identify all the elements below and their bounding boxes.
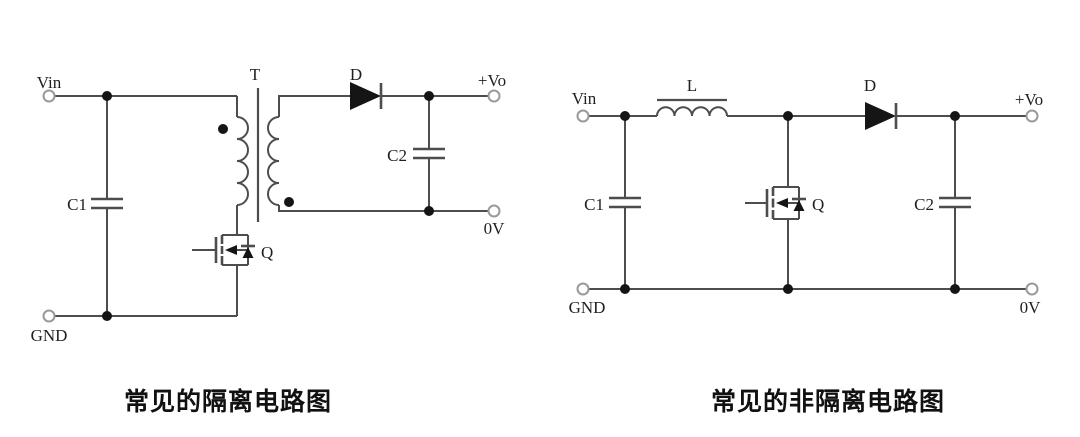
junction-dot [424, 91, 434, 101]
junction-dot [424, 206, 434, 216]
junction-dot [783, 111, 793, 121]
vout-terminal [487, 89, 501, 103]
mosfet-symbol [192, 234, 255, 266]
vin-terminal [576, 109, 590, 123]
label-zero-v: 0V [484, 219, 506, 238]
label-inductor: L [687, 76, 697, 95]
left-circuit: Vin GND C1 T D Q C2 +Vo 0V [31, 65, 507, 345]
junction-dot [620, 284, 630, 294]
primary-phase-dot [218, 124, 228, 134]
inductor-symbol [656, 98, 728, 117]
secondary-bottom-wire [278, 205, 489, 212]
secondary-phase-dot [284, 197, 294, 207]
label-c1: C1 [67, 195, 87, 214]
label-c2: C2 [387, 146, 407, 165]
mosfet-symbol [745, 186, 806, 220]
junction-dot [102, 311, 112, 321]
zero-v-terminal [487, 204, 501, 218]
capacitor-c1-symbol [91, 197, 123, 210]
label-gnd: GND [31, 326, 68, 345]
label-c1: C1 [584, 195, 604, 214]
gnd-terminal [576, 282, 590, 296]
body-arrow [776, 198, 788, 208]
label-vin: Vin [572, 89, 597, 108]
label-gnd: GND [569, 298, 606, 317]
vout-terminal [1025, 109, 1039, 123]
body-diode-triangle [242, 247, 254, 258]
inductor-winding [656, 106, 728, 117]
right-circuit: Vin GND C1 L D Q C2 +Vo 0V [569, 76, 1044, 317]
left-circuit-caption: 常见的隔离电路图 [123, 388, 333, 416]
transformer-symbol [218, 88, 294, 222]
diode-symbol [865, 102, 898, 130]
label-diode: D [864, 76, 876, 95]
primary-winding [236, 116, 249, 206]
secondary-winding [267, 116, 280, 206]
label-transformer: T [250, 65, 261, 84]
label-mosfet: Q [261, 243, 273, 262]
junction-dot [950, 111, 960, 121]
zero-v-terminal [1025, 282, 1039, 296]
junction-dot [620, 111, 630, 121]
secondary-top-wire [278, 95, 350, 117]
right-circuit-caption: 常见的非隔离电路图 [710, 388, 946, 416]
body-diode-triangle [793, 200, 805, 211]
gnd-terminal [42, 309, 56, 323]
label-c2: C2 [914, 195, 934, 214]
junction-dot [783, 284, 793, 294]
label-vout: +Vo [478, 71, 506, 90]
capacitor-c1-symbol [609, 196, 641, 209]
junction-dot [950, 284, 960, 294]
capacitor-c2-symbol [939, 196, 971, 209]
label-vout: +Vo [1015, 90, 1043, 109]
capacitor-c2-symbol [413, 147, 445, 160]
label-zero-v: 0V [1020, 298, 1042, 317]
label-mosfet: Q [812, 195, 824, 214]
vin-terminal [42, 89, 56, 103]
junction-dot [102, 91, 112, 101]
diode-anode-triangle [865, 102, 896, 130]
body-arrow [225, 245, 237, 255]
diode-symbol [350, 82, 383, 110]
diode-anode-triangle [350, 82, 381, 110]
label-diode: D [350, 65, 362, 84]
label-vin: Vin [37, 73, 62, 92]
